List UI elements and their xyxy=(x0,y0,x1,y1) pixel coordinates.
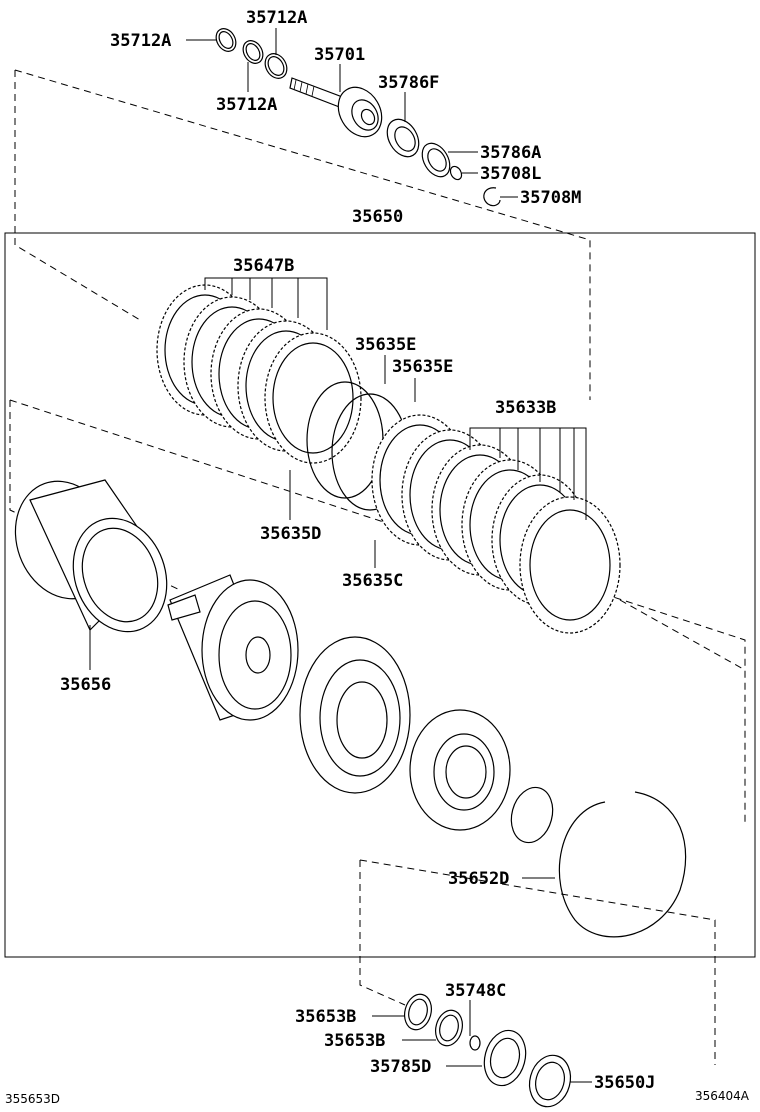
part-piston xyxy=(299,636,411,794)
label-35635E-2: 35635E xyxy=(392,357,453,377)
label-35653B-2: 35653B xyxy=(324,1031,385,1051)
diagram-code-left: 355653D xyxy=(5,1092,60,1106)
label-35635D: 35635D xyxy=(260,524,321,544)
dashed-guides xyxy=(9,69,746,1065)
part-35786A-race xyxy=(421,142,451,178)
assembly-box xyxy=(4,232,756,958)
part-35647B-clutch-discs xyxy=(156,284,362,464)
part-35708M-clip xyxy=(483,187,501,207)
part-35653B-ring-1 xyxy=(404,993,432,1031)
leader-lines xyxy=(89,28,592,1083)
part-35712A-ring-2 xyxy=(242,40,264,64)
label-35712A-1: 35712A xyxy=(110,31,171,51)
part-35701-shaft xyxy=(289,77,383,138)
part-35708L-ring xyxy=(449,165,463,181)
label-35786A: 35786A xyxy=(480,143,541,163)
part-35712A-ring-1 xyxy=(215,28,237,52)
label-35653B-1: 35653B xyxy=(295,1007,356,1027)
part-clutch-hub xyxy=(167,574,299,721)
part-35656-drum xyxy=(14,479,168,633)
label-35712A-2: 35712A xyxy=(246,8,307,28)
part-35652D-snap-ring xyxy=(558,791,687,938)
label-35652D: 35652D xyxy=(448,869,509,889)
label-35633B: 35633B xyxy=(495,398,556,418)
part-spring-retainer xyxy=(409,709,511,831)
label-35635E-1: 35635E xyxy=(355,335,416,355)
label-35635C: 35635C xyxy=(342,571,403,591)
part-35653B-ring-2 xyxy=(435,1009,463,1047)
part-35785D-bearing xyxy=(483,1029,527,1087)
label-35785D: 35785D xyxy=(370,1057,431,1077)
part-35786F-bearing xyxy=(386,118,420,158)
label-35701: 35701 xyxy=(314,45,365,65)
label-35650: 35650 xyxy=(352,207,403,227)
part-snap-ring-small xyxy=(510,786,554,844)
label-35708L: 35708L xyxy=(480,164,541,184)
part-35650J-race xyxy=(528,1054,572,1108)
part-35712A-ring-3 xyxy=(264,53,288,79)
part-35633B-clutch-discs xyxy=(371,414,621,634)
diagram-code-right: 356404A xyxy=(695,1089,750,1103)
part-35748C-ring xyxy=(469,1035,481,1051)
label-35786F: 35786F xyxy=(378,73,439,93)
label-35650J: 35650J xyxy=(594,1073,655,1093)
label-35748C: 35748C xyxy=(445,981,506,1001)
label-35647B: 35647B xyxy=(233,256,294,276)
label-35712A-3: 35712A xyxy=(216,95,277,115)
label-35656: 35656 xyxy=(60,675,111,695)
label-35708M: 35708M xyxy=(520,188,581,208)
